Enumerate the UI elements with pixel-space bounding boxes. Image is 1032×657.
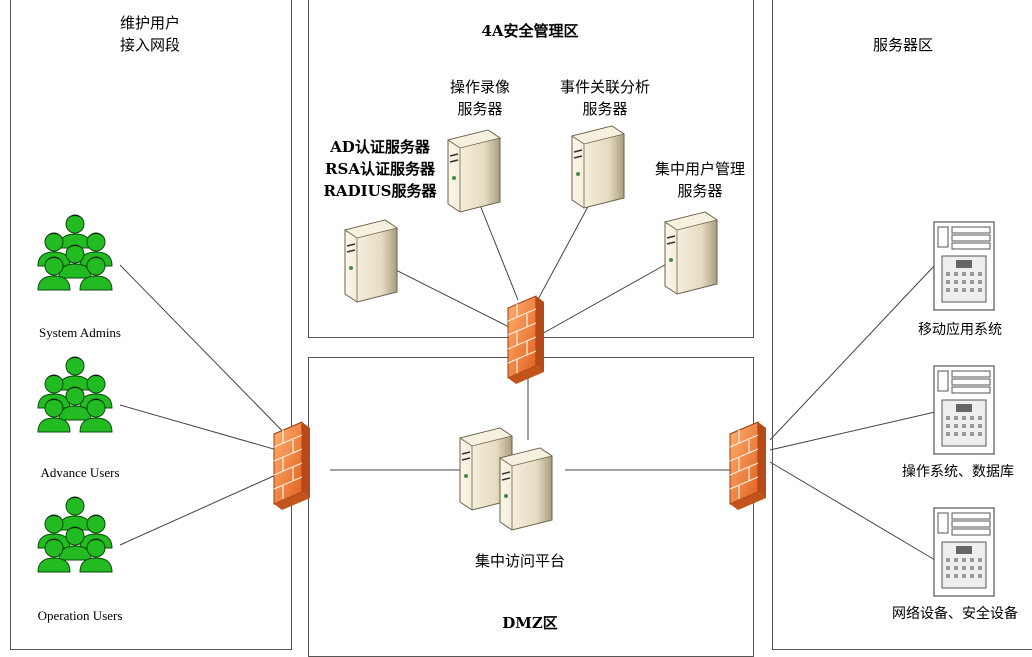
- firewall-icon: [729, 421, 767, 511]
- user-group-label: Advance Users: [40, 465, 120, 480]
- connection-diagram: [0, 125, 995, 597]
- auth-server-icon: [344, 219, 398, 303]
- dmz-zone-title: DMZ区: [502, 614, 558, 632]
- user-group-icon: [38, 357, 112, 432]
- user-mgmt-server-icon: [664, 211, 718, 295]
- analysis-server-icon: [571, 125, 625, 209]
- server-zone-title: 服务器区: [872, 36, 933, 54]
- os-db-server-icon: [933, 365, 995, 455]
- analysis-server-label: 事件关联分析 服务器: [559, 78, 650, 118]
- user-group-icon: [38, 497, 112, 572]
- record-server-label: 操作录像 服务器: [449, 78, 510, 118]
- auth-server-label: AD认证服务器 RSA认证服务器 RADIUS服务器: [323, 138, 437, 200]
- mobile-app-server-icon: [933, 221, 995, 311]
- access-platform-label: 集中访问平台: [474, 552, 565, 570]
- firewall-icon: [273, 421, 311, 511]
- target-server-label: 操作系统、数据库: [902, 465, 1014, 480]
- user-zone-title: 维护用户 接入网段: [119, 14, 180, 54]
- user-group-label: Operation Users: [37, 608, 123, 623]
- user-group-icon: [38, 215, 112, 290]
- access-platform-server-icon: [459, 427, 553, 531]
- user-group-label: System Admins: [39, 325, 121, 340]
- firewall-icon: [507, 295, 545, 385]
- network-security-device-icon: [933, 507, 995, 597]
- record-server-icon: [447, 129, 501, 213]
- target-server-label: 网络设备、安全设备: [892, 607, 1018, 622]
- target-server-label: 移动应用系统: [918, 323, 1002, 338]
- mgmt-zone-title: 4A安全管理区: [481, 22, 579, 40]
- user-mgmt-server-label: 集中用户管理 服务器: [654, 160, 745, 200]
